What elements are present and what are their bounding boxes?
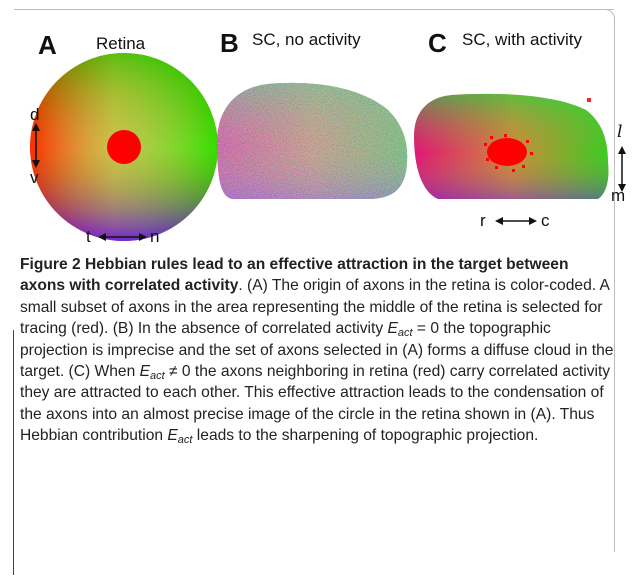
sc-red-cluster — [484, 134, 533, 172]
axis-label-c: c — [541, 211, 550, 230]
retina-selected-region — [107, 130, 141, 164]
caption-e-symbol-3: E — [167, 427, 178, 445]
axis-label-n: n — [150, 227, 160, 246]
caption-e-subscript-3: act — [177, 434, 193, 447]
axis-label-v: v — [30, 168, 39, 187]
frame-corner — [600, 9, 615, 24]
axis-label-l: l — [617, 122, 623, 142]
figure-caption: Figure 2 Hebbian rules lead to an effect… — [20, 254, 614, 447]
sc-map-no-activity — [216, 82, 408, 199]
frame-top-border — [14, 9, 614, 10]
axis-label-r: r — [480, 211, 486, 230]
caption-e-subscript-2: act — [150, 370, 165, 383]
panel-title-sc-no-activity: SC, no activity — [252, 30, 361, 49]
frame-left-rule — [13, 330, 14, 575]
caption-title: Figure 2 Hebbian rules lead to an effect… — [20, 256, 569, 295]
panel-letter-b: B — [220, 28, 239, 58]
caption-e-subscript: act — [397, 327, 413, 340]
frame-right-border — [614, 22, 615, 552]
figure-frame — [13, 9, 615, 575]
sc-stray-pixel — [587, 98, 591, 102]
retina-disc — [30, 53, 218, 241]
caption-e-symbol-2: E — [139, 363, 150, 381]
panel-title-retina: Retina — [96, 34, 146, 53]
caption-text-1: . (A) The origin of axons in the retina … — [20, 277, 610, 338]
axis-label-d: d — [30, 105, 40, 124]
caption-text-3: ≠ 0 the axons neighboring in retina (red… — [20, 363, 611, 445]
axis-label-m: m — [611, 186, 626, 205]
caption-e-symbol: E — [387, 320, 398, 338]
caption-text-4: leads to the sharpening of topographic p… — [192, 427, 539, 445]
panel-letter-a: A — [38, 30, 57, 60]
panel-title-sc-with-activity: SC, with activity — [462, 30, 582, 49]
axis-label-t: t — [86, 227, 91, 246]
figure-graphics — [30, 53, 626, 241]
sc-map-with-activity — [414, 93, 609, 199]
caption-text-2: = 0 the topographic projection is imprec… — [20, 320, 614, 381]
panel-letter-c: C — [428, 28, 447, 58]
